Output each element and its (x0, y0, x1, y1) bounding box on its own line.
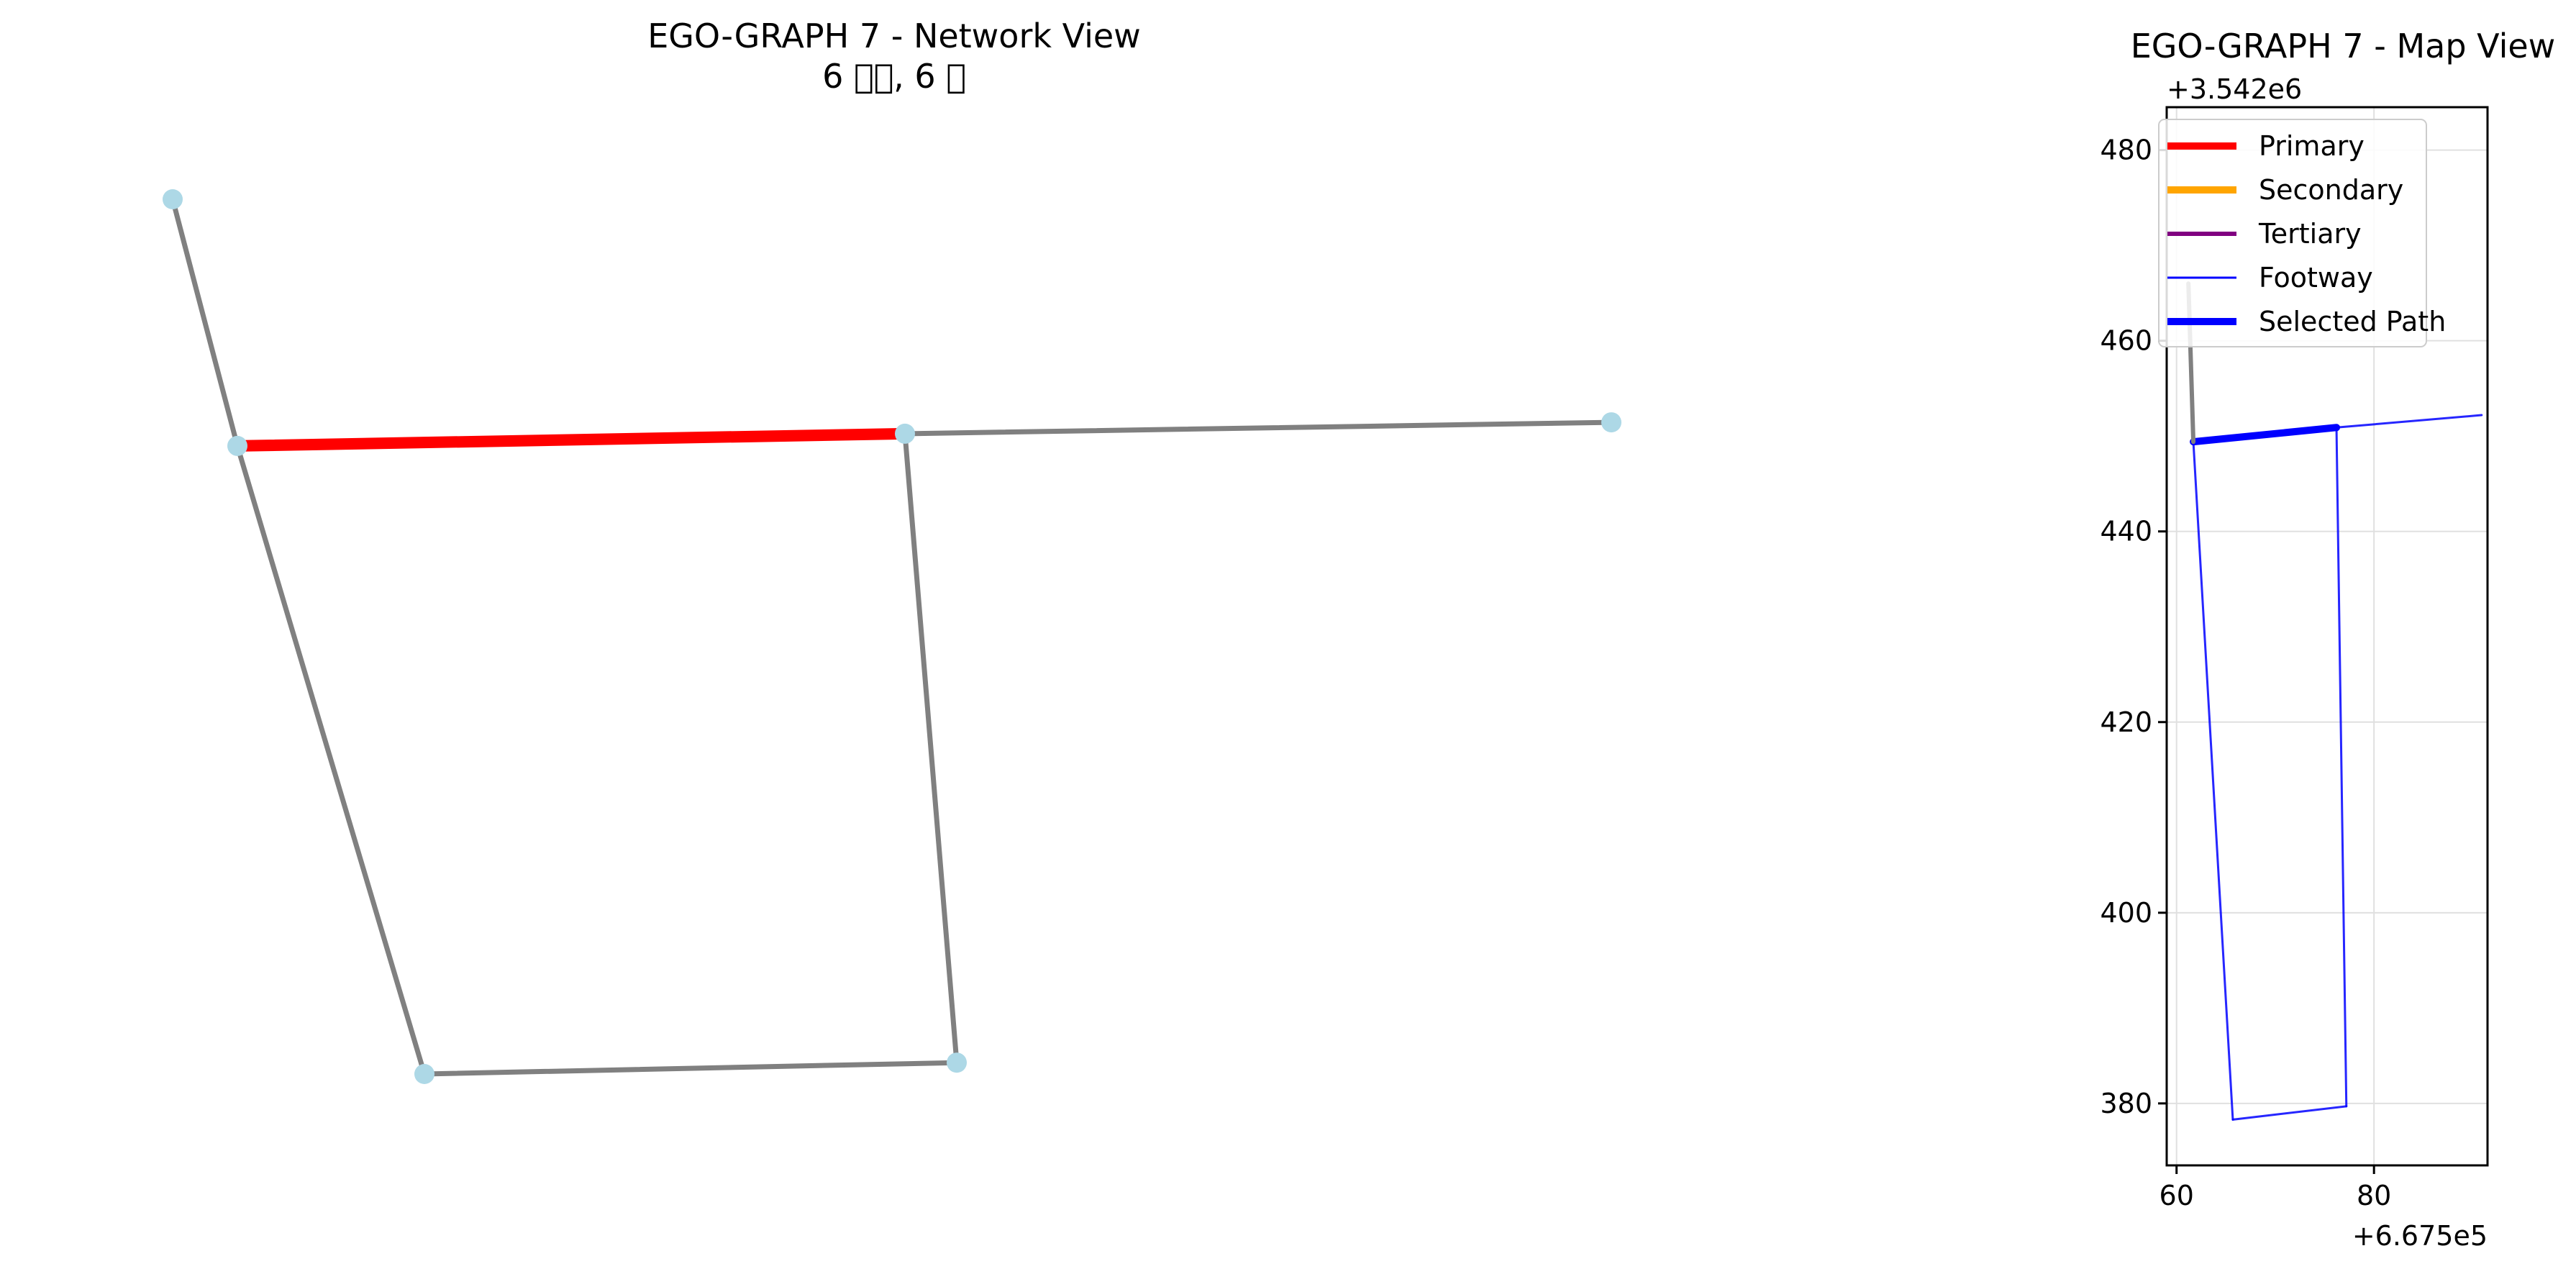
network-edge (422, 1060, 960, 1077)
network-node (947, 1052, 967, 1073)
legend-label: Secondary (2259, 174, 2403, 206)
map-path-footway (2335, 414, 2483, 429)
network-edge (235, 443, 427, 1077)
map-path-footway (2231, 1105, 2348, 1121)
network-node (163, 189, 183, 209)
network-edge (902, 419, 1614, 437)
y-tick-label: 400 (2100, 897, 2152, 929)
y-tick-label: 460 (2100, 325, 2152, 357)
map-legend: PrimarySecondaryTertiaryFootwaySelected … (2158, 119, 2446, 347)
y-tick-label: 420 (2100, 706, 2152, 738)
map-view-title: EGO-GRAPH 7 - Map View (2131, 27, 2556, 65)
network-nodes (163, 189, 1621, 1084)
network-edge (902, 431, 960, 1065)
y-tick-label: 440 (2100, 516, 2152, 547)
map-view-panel: EGO-GRAPH 7 - Map View +3.542e6 +6.675e5… (2100, 27, 2555, 1252)
x-tick-label: 80 (2357, 1180, 2391, 1211)
network-view-subtitle: 6   , 6   (822, 57, 966, 96)
legend-box (2158, 119, 2427, 347)
map-axes-frame (2165, 106, 2489, 1167)
x-tick-label: 60 (2159, 1180, 2194, 1211)
legend-entries: PrimarySecondaryTertiaryFootwaySelected … (2167, 130, 2446, 337)
y-axis-offset-label: +3.542e6 (2167, 73, 2302, 105)
network-edges (170, 196, 1614, 1077)
network-node (414, 1064, 434, 1084)
network-node (895, 423, 915, 444)
y-tick-label: 380 (2100, 1088, 2152, 1119)
x-axis-offset-label: +6.675e5 (2352, 1220, 2488, 1252)
map-ticks: 380 400 420 440 460 480 60 80 (2100, 135, 2391, 1211)
network-view-panel: EGO-GRAPH 7 - Network View 6   , 6   (163, 17, 1621, 1084)
network-edge (170, 196, 240, 449)
network-node (1601, 412, 1621, 433)
legend-label: Primary (2259, 130, 2365, 162)
network-node (227, 435, 247, 456)
map-path-selected-path (2190, 424, 2341, 446)
network-edge-highlighted (232, 427, 911, 452)
y-tick-label: 480 (2100, 135, 2152, 166)
legend-label: Footway (2259, 262, 2373, 294)
legend-label: Selected Path (2259, 306, 2446, 337)
network-view-title: EGO-GRAPH 7 - Network View (647, 17, 1141, 55)
map-path-footway (2192, 440, 2234, 1121)
map-path-footway (2335, 426, 2348, 1108)
legend-label: Tertiary (2258, 218, 2362, 250)
